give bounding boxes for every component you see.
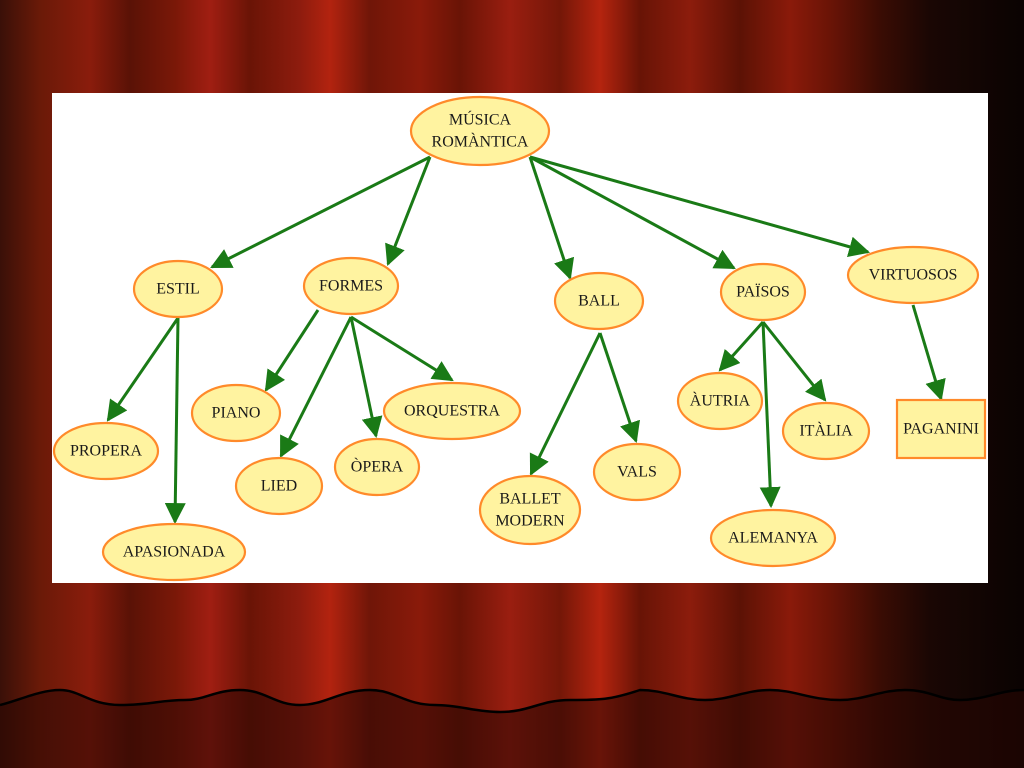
- edge-ball-to-ballet: [529, 332, 602, 476]
- node-virtuosos: VIRTUOSOS: [846, 245, 980, 305]
- edge-root-to-paisos: [529, 155, 736, 270]
- node-root: MÚSICA ROMÀNTICA: [409, 95, 551, 167]
- edge-virtuosos-to-paganini: [911, 304, 946, 402]
- node-shape-autria: [676, 371, 764, 431]
- node-shape-apasionada: [101, 522, 247, 582]
- node-shape-alemanya: [709, 508, 837, 568]
- nodes-layer: MÚSICA ROMÀNTICA ESTIL FORMES BALL PAÏSOS VIRT…: [52, 95, 987, 582]
- node-italia: ITÀLIA: [781, 401, 871, 461]
- edge-formes-to-orquestra: [350, 315, 454, 382]
- node-shape-vals: [592, 442, 682, 502]
- node-shape-root: [409, 95, 551, 167]
- node-shape-propera: [52, 421, 160, 481]
- node-shape-ball: [553, 271, 645, 331]
- node-propera: PROPERA: [52, 421, 160, 481]
- node-ballet: BALLET MODERN: [478, 474, 582, 546]
- node-label-formes: FORMES: [319, 278, 383, 295]
- edge-paisos-to-autria: [718, 320, 765, 372]
- edge-paisos-to-italia: [761, 321, 827, 402]
- node-label-autria: ÀUTRIA: [690, 391, 751, 410]
- node-orquestra: ORQUESTRA: [382, 381, 522, 441]
- node-label-vals: VALS: [617, 464, 657, 481]
- node-ball: BALL: [553, 271, 645, 331]
- node-label-orquestra: ORQUESTRA: [404, 403, 500, 420]
- node-label-virtuosos: VIRTUOSOS: [869, 267, 958, 284]
- node-autria: ÀUTRIA: [676, 371, 764, 431]
- node-apasionada: APASIONADA: [101, 522, 247, 582]
- node-label-paganini: PAGANINI: [903, 421, 979, 438]
- edge-formes-to-lied: [279, 316, 353, 458]
- edge-formes-to-opera: [349, 316, 383, 439]
- node-alemanya: ALEMANYA: [709, 508, 837, 568]
- node-piano: PIANO: [190, 383, 282, 443]
- node-label-paisos: PAÏSOS: [736, 283, 790, 301]
- node-shape-opera: [333, 437, 421, 497]
- node-label-estil: ESTIL: [156, 281, 200, 298]
- node-shape-lied: [234, 456, 324, 516]
- edge-root-to-estil: [210, 155, 431, 269]
- node-label-root: MÚSICA: [449, 110, 512, 129]
- edge-estil-to-apasionada: [164, 317, 186, 525]
- node-label-lied: LIED: [261, 478, 297, 495]
- edge-formes-to-piano: [264, 309, 320, 392]
- node-opera: ÒPERA: [333, 437, 421, 497]
- node-label-italia: ITÀLIA: [799, 421, 853, 440]
- node-lied: LIED: [234, 456, 324, 516]
- node-shape-italia: [781, 401, 871, 461]
- edge-estil-to-propera: [106, 317, 180, 422]
- node-estil: ESTIL: [132, 259, 224, 319]
- node-label-apasionada: APASIONADA: [123, 544, 226, 561]
- node-shape-paganini: [895, 398, 987, 460]
- node-shape-paisos: [719, 262, 807, 322]
- node-label-ballet: MODERN: [495, 513, 565, 530]
- node-label-alemanya: ALEMANYA: [728, 530, 818, 547]
- edge-root-to-formes: [385, 156, 432, 266]
- node-label-propera: PROPERA: [70, 443, 142, 460]
- node-shape-formes: [302, 256, 400, 316]
- node-label-root: ROMÀNTICA: [432, 132, 529, 151]
- edge-ball-to-vals: [598, 332, 640, 443]
- node-shape-virtuosos: [846, 245, 980, 305]
- node-label-opera: ÒPERA: [351, 457, 404, 476]
- node-vals: VALS: [592, 442, 682, 502]
- edge-root-to-ball: [528, 156, 575, 280]
- node-label-piano: PIANO: [212, 405, 261, 422]
- node-shape-estil: [132, 259, 224, 319]
- edge-paisos-to-alemanya: [759, 321, 781, 509]
- node-shape-ballet: [478, 474, 582, 546]
- node-paisos: PAÏSOS: [719, 262, 807, 322]
- node-shape-piano: [190, 383, 282, 443]
- node-formes: FORMES: [302, 256, 400, 316]
- edges-layer: [106, 155, 946, 525]
- node-label-ball: BALL: [578, 293, 620, 310]
- node-shape-orquestra: [382, 381, 522, 441]
- node-paganini: PAGANINI: [895, 398, 987, 460]
- node-label-ballet: BALLET: [499, 491, 561, 508]
- edge-root-to-virtuosos: [529, 155, 871, 257]
